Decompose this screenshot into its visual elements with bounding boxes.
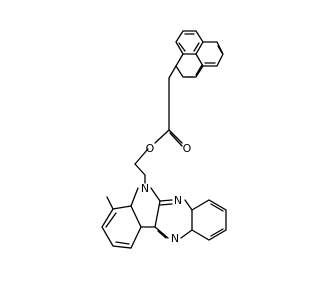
structure-canvas: O O N N N [101, 30, 227, 249]
atom-indole-nitrogen: N [141, 182, 149, 195]
atom-carbonyl-oxygen: O [183, 142, 192, 155]
molecule-structure: O O N N N [101, 30, 227, 249]
bond-lines [101, 30, 227, 249]
atom-labels: O O N N N [141, 142, 192, 245]
atom-ester-oxygen: O [146, 142, 155, 155]
atom-quinoxaline-nitrogen-lower: N [171, 232, 179, 245]
atom-quinoxaline-nitrogen-upper: N [174, 194, 182, 207]
